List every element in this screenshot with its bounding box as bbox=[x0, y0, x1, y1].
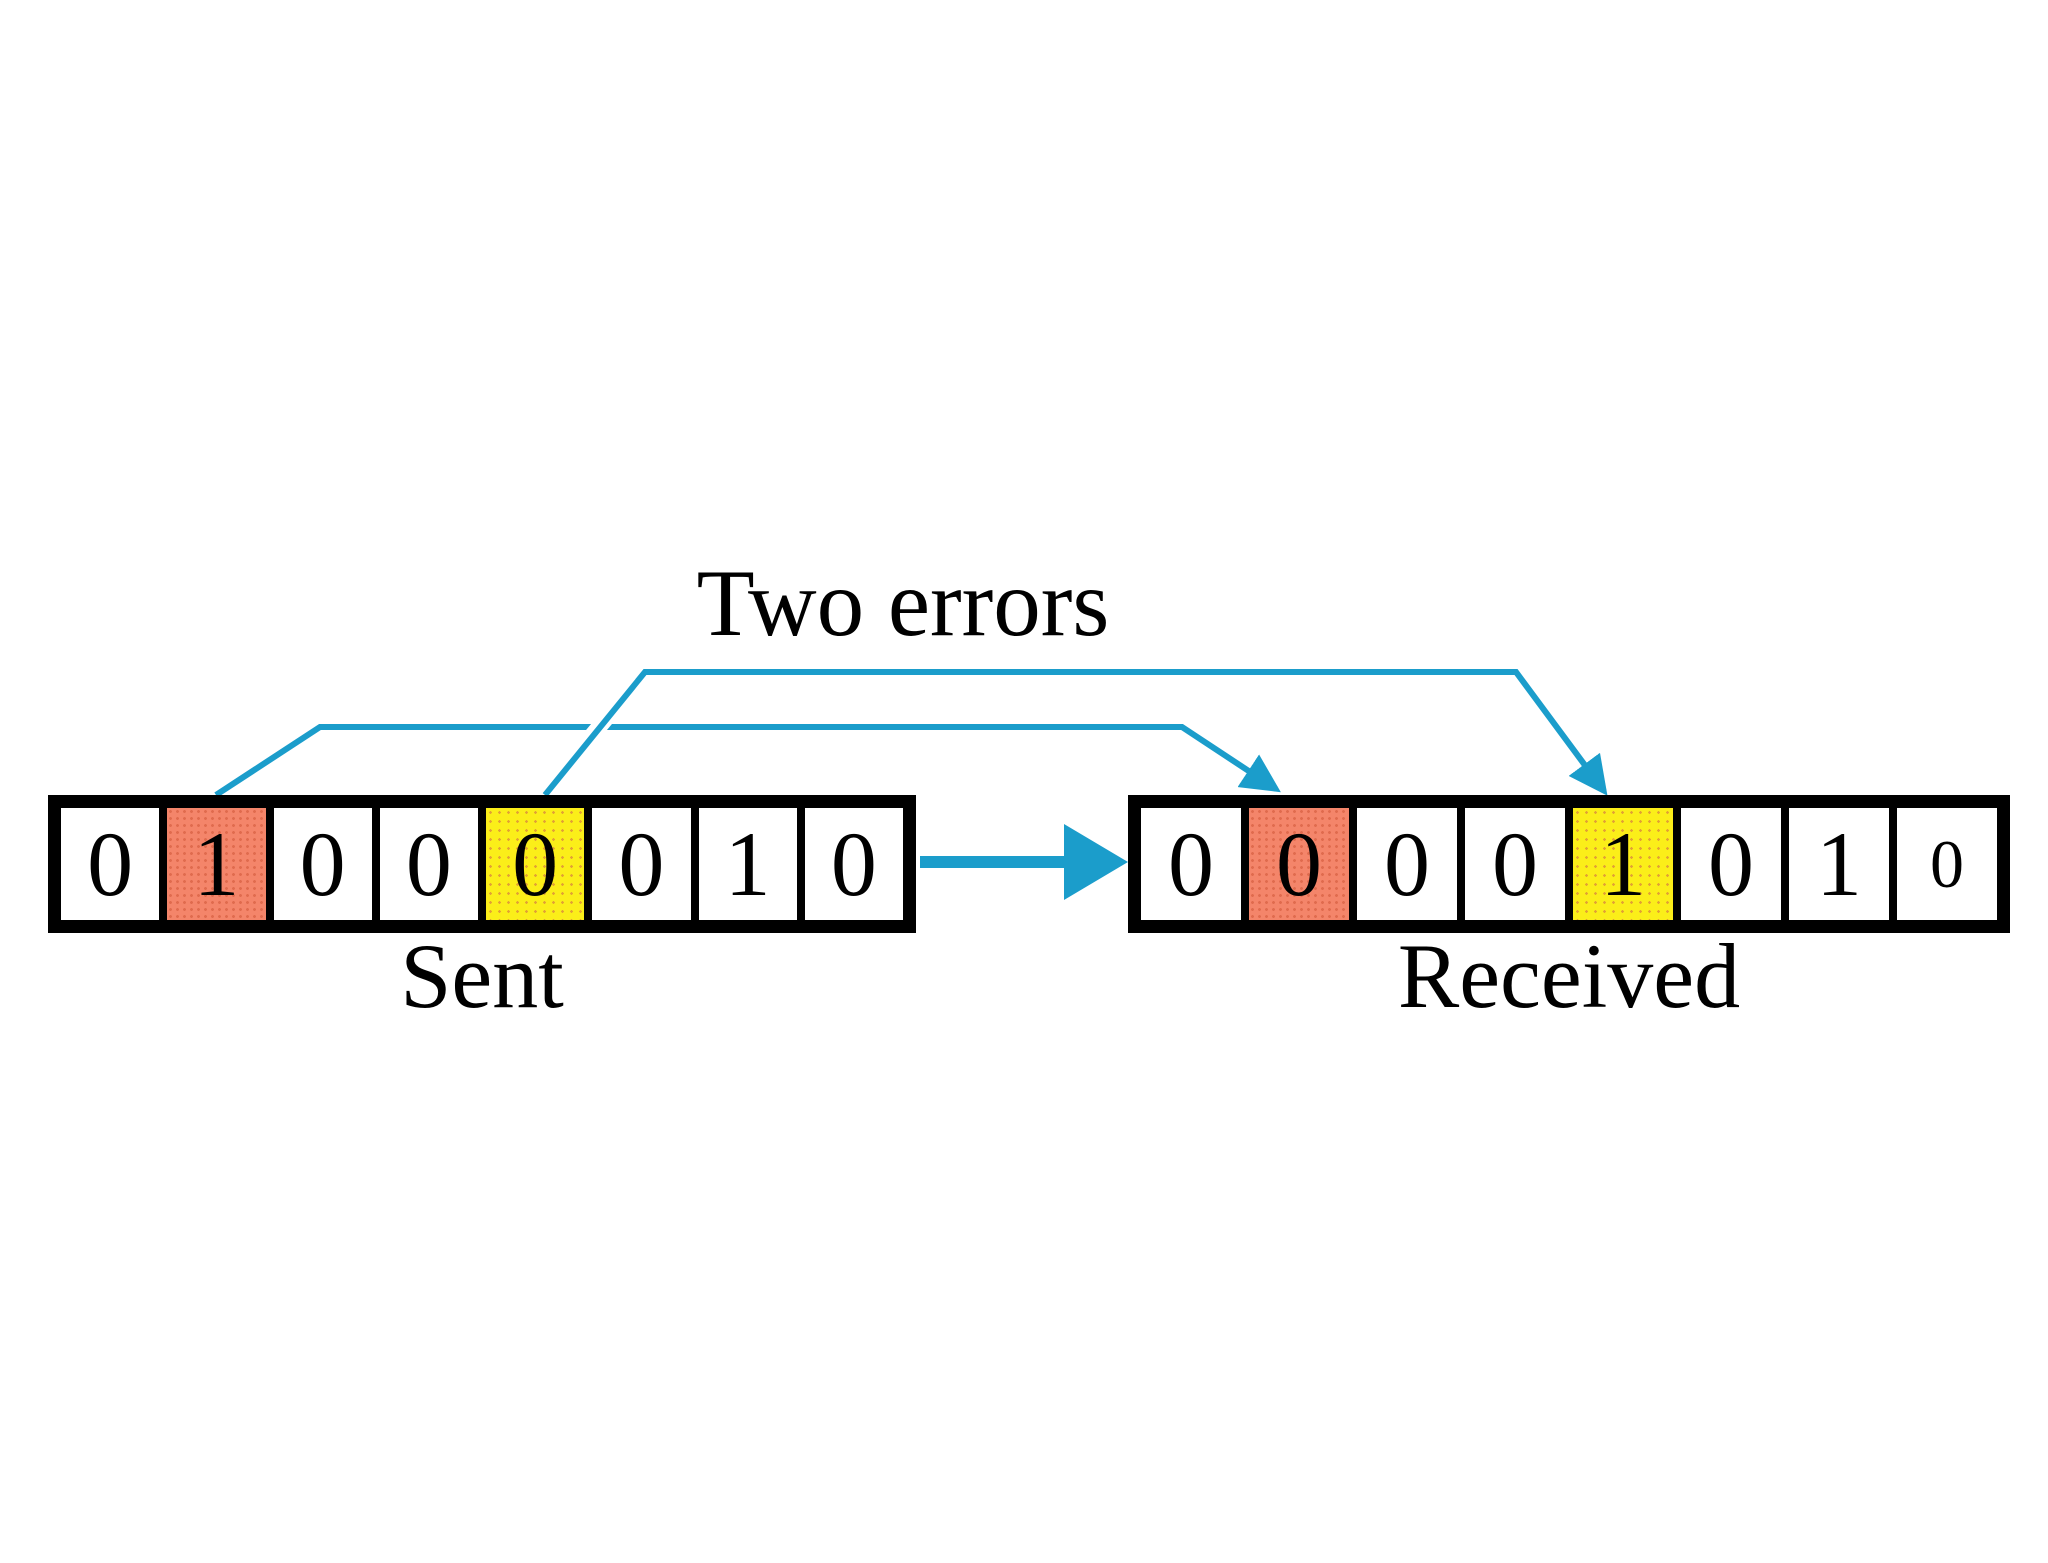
sent-bit-2: 0 bbox=[273, 808, 372, 920]
received-bit-6: 1 bbox=[1789, 808, 1889, 920]
received-bit-4-error: 1 bbox=[1573, 808, 1673, 920]
sent-label: Sent bbox=[400, 925, 564, 1027]
received-bit-1-error: 0 bbox=[1249, 808, 1349, 920]
error-connector-salmon bbox=[214, 724, 1281, 798]
sent-bit-7: 0 bbox=[804, 808, 903, 920]
sent-bit-6: 1 bbox=[698, 808, 797, 920]
error-connector-yellow bbox=[542, 669, 1608, 797]
sent-bit-0: 0 bbox=[61, 808, 160, 920]
sent-bit-4-error: 0 bbox=[486, 808, 585, 920]
received-bit-0: 0 bbox=[1141, 808, 1241, 920]
sent-bit-5: 0 bbox=[592, 808, 691, 920]
sent-bit-1-error: 1 bbox=[167, 808, 266, 920]
received-bit-3: 0 bbox=[1465, 808, 1565, 920]
sent-to-received-arrow bbox=[920, 824, 1128, 900]
diagram-title: Two errors bbox=[696, 550, 1110, 656]
received-bit-7: 0 bbox=[1897, 808, 1997, 920]
sent-bit-3: 0 bbox=[379, 808, 478, 920]
received-label: Received bbox=[1397, 925, 1741, 1027]
received-bit-2: 0 bbox=[1357, 808, 1457, 920]
received-bit-5: 0 bbox=[1681, 808, 1781, 920]
